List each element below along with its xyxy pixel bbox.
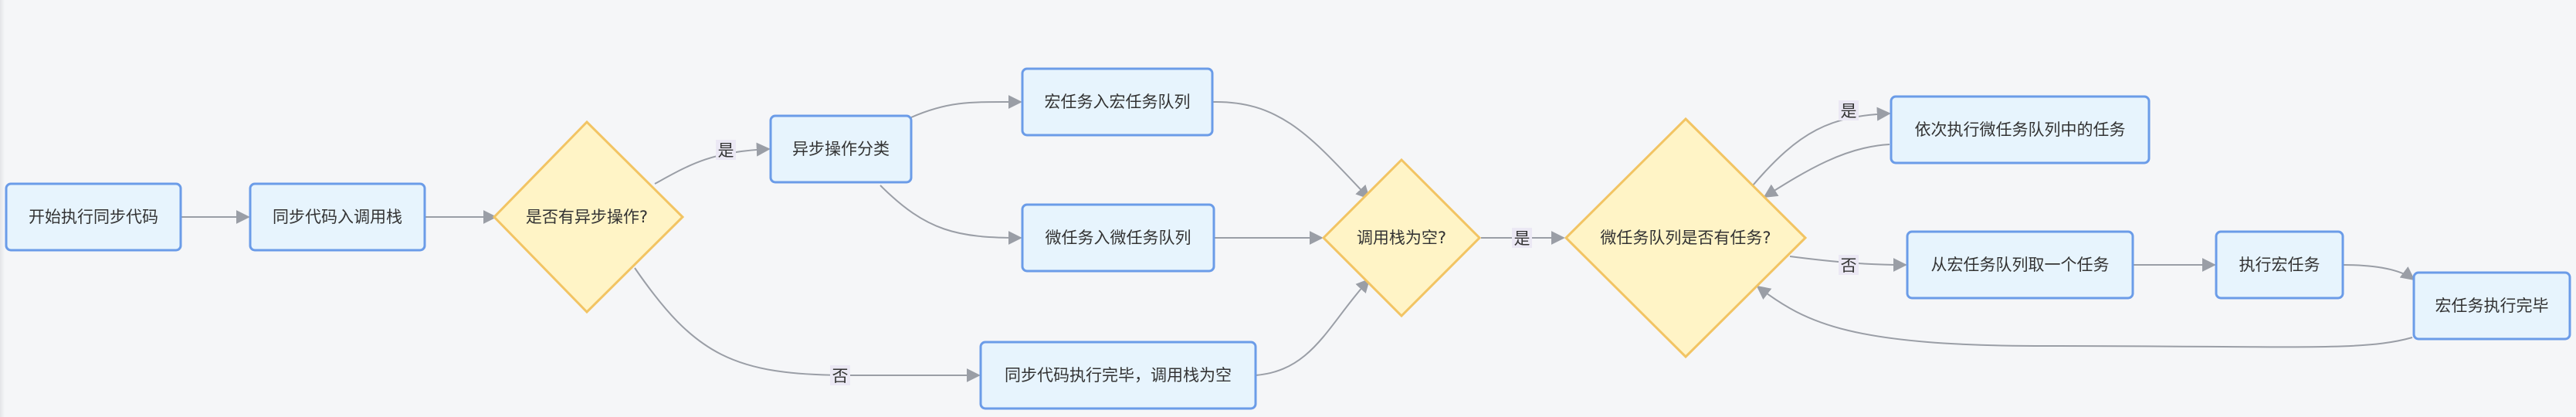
edge-label-bg xyxy=(1512,228,1532,248)
node-sync-done[interactable]: 同步代码执行完毕，调用栈为空 xyxy=(979,341,1257,410)
edge-macro-done-back-to-micro-check xyxy=(1756,285,2413,348)
node-label: 依次执行微任务队列中的任务 xyxy=(1915,120,2126,139)
node-box xyxy=(769,114,913,184)
decision-diamond xyxy=(1321,158,1482,318)
node-label: 开始执行同步代码 xyxy=(29,208,158,226)
edge-run-micro-back-to-micro-check xyxy=(1763,144,1890,198)
node-box xyxy=(1021,203,1215,273)
node-label: 异步操作分类 xyxy=(792,140,890,158)
node-label: 执行宏任务 xyxy=(2239,256,2320,274)
edge-micro-yes-to-run-micro xyxy=(1752,107,1891,186)
edge-sync-done-to-stack-empty xyxy=(1255,278,1371,376)
node-micro-has-tasks[interactable]: 微任务队列是否有任务? xyxy=(1564,117,1808,359)
node-label: 宏任务执行完毕 xyxy=(2435,297,2549,315)
edge-label-text: 否 xyxy=(832,367,849,385)
edge-label-micro-no: 否 xyxy=(1839,255,1859,275)
node-start[interactable]: 开始执行同步代码 xyxy=(5,182,182,252)
edge-label-micro-yes: 是 xyxy=(1839,100,1859,120)
node-box xyxy=(1021,67,1214,137)
edge-macro-enqueue-to-stack-empty xyxy=(1212,100,1371,200)
node-label: 同步代码入调用栈 xyxy=(273,208,402,226)
edges-group xyxy=(181,94,2415,382)
node-classify-async[interactable]: 异步操作分类 xyxy=(769,114,913,184)
edge-label-async-yes: 是 xyxy=(716,140,736,160)
edge-label-bg xyxy=(1839,255,1859,275)
edge-label-text: 是 xyxy=(718,141,734,160)
node-macro-enqueue[interactable]: 宏任务入宏任务队列 xyxy=(1021,67,1214,137)
edge-classify-to-macro-enqueue xyxy=(910,94,1022,118)
left-border-shadow xyxy=(0,0,5,417)
node-label: 从宏任务队列取一个任务 xyxy=(1931,256,2110,274)
node-label: 微任务入微任务队列 xyxy=(1046,229,1191,247)
node-box xyxy=(1890,95,2151,164)
edge-label-async-no: 否 xyxy=(830,365,850,385)
edge-label-text: 是 xyxy=(1514,229,1530,248)
node-label: 同步代码执行完毕，调用栈为空 xyxy=(1005,366,1232,385)
edge-has-async-no-to-sync-done xyxy=(634,267,981,382)
edge-label-bg xyxy=(1839,100,1859,120)
decision-diamond xyxy=(1564,117,1808,359)
edge-label-text: 否 xyxy=(1841,256,1857,275)
edge-classify-to-micro-enqueue xyxy=(880,185,1022,245)
node-box xyxy=(1906,230,2134,300)
node-push-stack[interactable]: 同步代码入调用栈 xyxy=(249,182,426,252)
node-box xyxy=(5,182,182,252)
node-label: 是否有异步操作? xyxy=(526,208,648,226)
edge-has-async-yes-to-classify xyxy=(654,142,771,185)
node-box xyxy=(979,341,1257,410)
node-stack-empty[interactable]: 调用栈为空? xyxy=(1321,158,1482,318)
node-has-async[interactable]: 是否有异步操作? xyxy=(492,120,685,314)
edge-label-text: 是 xyxy=(1841,102,1857,120)
edge-label-bg xyxy=(716,140,736,160)
node-run-micro[interactable]: 依次执行微任务队列中的任务 xyxy=(1890,95,2151,164)
edge-run-macro-to-macro-done xyxy=(2342,264,2415,281)
edge-label-bg xyxy=(830,365,850,385)
node-label: 调用栈为空? xyxy=(1357,229,1446,247)
node-take-macro[interactable]: 从宏任务队列取一个任务 xyxy=(1906,230,2134,300)
node-micro-enqueue[interactable]: 微任务入微任务队列 xyxy=(1021,203,1215,273)
node-box xyxy=(2215,230,2344,300)
node-run-macro[interactable]: 执行宏任务 xyxy=(2215,230,2344,300)
node-label: 宏任务入宏任务队列 xyxy=(1045,93,1191,111)
decision-diamond xyxy=(492,120,685,314)
node-box xyxy=(249,182,426,252)
node-box xyxy=(2412,271,2571,341)
node-macro-done[interactable]: 宏任务执行完毕 xyxy=(2412,271,2571,341)
node-label: 微任务队列是否有任务? xyxy=(1600,229,1771,247)
edge-label-stack-yes: 是 xyxy=(1512,228,1532,248)
